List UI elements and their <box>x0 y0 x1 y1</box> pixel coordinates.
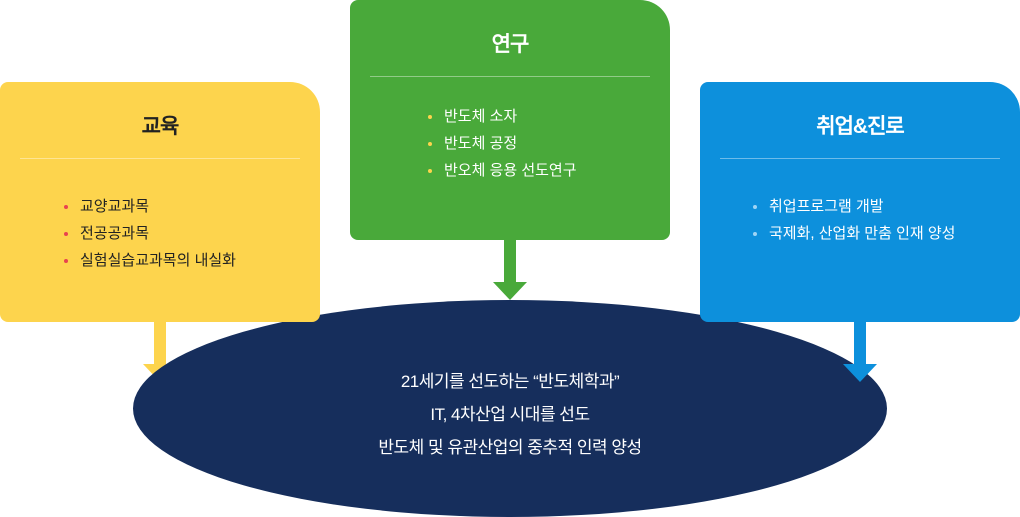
divider <box>20 158 300 159</box>
list-item: 반도체 공정 <box>428 130 670 157</box>
list-item: 실험실습교과목의 내실화 <box>64 247 320 274</box>
career-title: 취업&진로 <box>816 115 904 138</box>
research-arrow-head <box>493 282 527 300</box>
list-item: 국제화, 산업화 만춤 인재 양성 <box>753 220 1020 247</box>
center-line: 21세기를 선도하는 “반도체학과” <box>400 372 620 391</box>
career-arrow-head <box>843 364 877 382</box>
center-line: 반도체 및 유관산업의 중추적 인력 양성 <box>378 438 642 457</box>
list-item: 반도체 소자 <box>428 103 670 130</box>
center-ellipse: 21세기를 선도하는 “반도체학과” IT, 4차산업 시대를 선도 반도체 및… <box>133 300 887 517</box>
list-item: 반오체 응용 선도연구 <box>428 157 670 184</box>
research-title: 연구 <box>491 33 530 56</box>
education-arrow <box>154 322 166 368</box>
list-item: 취업프로그램 개발 <box>753 193 1020 220</box>
divider <box>720 158 1000 159</box>
divider <box>370 76 650 77</box>
list-item: 교양교과목 <box>64 193 320 220</box>
career-arrow <box>854 322 866 368</box>
research-arrow <box>504 240 516 286</box>
center-line: IT, 4차산업 시대를 선도 <box>430 405 590 424</box>
education-title: 교육 <box>141 115 180 138</box>
list-item: 전공공과목 <box>64 220 320 247</box>
